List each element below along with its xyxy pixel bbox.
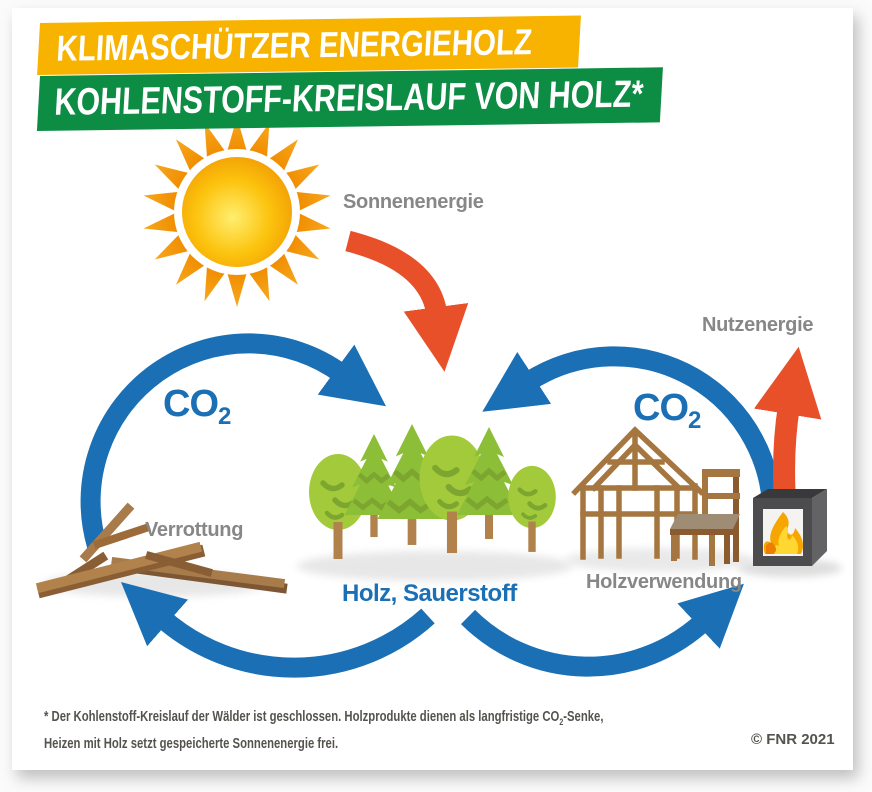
banner-energieholz-text: KLIMASCHÜTZER ENERGIEHOLZ [55,21,534,69]
label-holzverwendung: Holzverwendung [586,571,742,593]
tree-icon [508,466,556,552]
chair-icon [670,469,740,566]
copyright: © FNR 2021 [751,731,835,748]
label-sonnenenergie: Sonnenenergie [343,191,484,213]
timber-house-frame-icon [571,426,705,560]
co2-cycle-right-top-arrow [482,346,783,525]
co2-cycle-left-bottom-arrow [120,582,435,678]
footnote: * Der Kohlenstoff-Kreislauf der Wälder i… [44,706,603,755]
footnote-line1: * Der Kohlenstoff-Kreislauf der Wälder i… [44,709,604,727]
co2-cycle-right-bottom-arrow [460,583,744,677]
banner-kreislauf-text: KOHLENSTOFF-KREISLAUF VON HOLZ* [53,73,645,124]
banner-energieholz: KLIMASCHÜTZER ENERGIEHOLZ [37,15,581,76]
label-verrottung: Verrottung [145,519,244,541]
sunbeam-arrow [345,230,469,372]
flame-icon [763,512,804,554]
label-nutzenergie: Nutzenergie [702,314,814,336]
deadwood-branches-icon [35,502,288,599]
co2-cycle-left-top-arrow [80,333,387,549]
banner-kreislauf: KOHLENSTOFF-KREISLAUF VON HOLZ* [36,67,663,132]
co2-cycle-arrows [80,333,783,678]
label-co2-right: CO2 [633,387,701,434]
label-holz-sauerstoff: Holz, Sauerstoff [342,580,517,607]
footnote-line2: Heizen mit Holz setzt gespeicherte Sonne… [44,735,339,752]
sun-icon [141,117,333,307]
stove-icon [753,489,827,566]
forest-icon [309,424,556,559]
label-co2-left: CO2 [163,383,231,430]
